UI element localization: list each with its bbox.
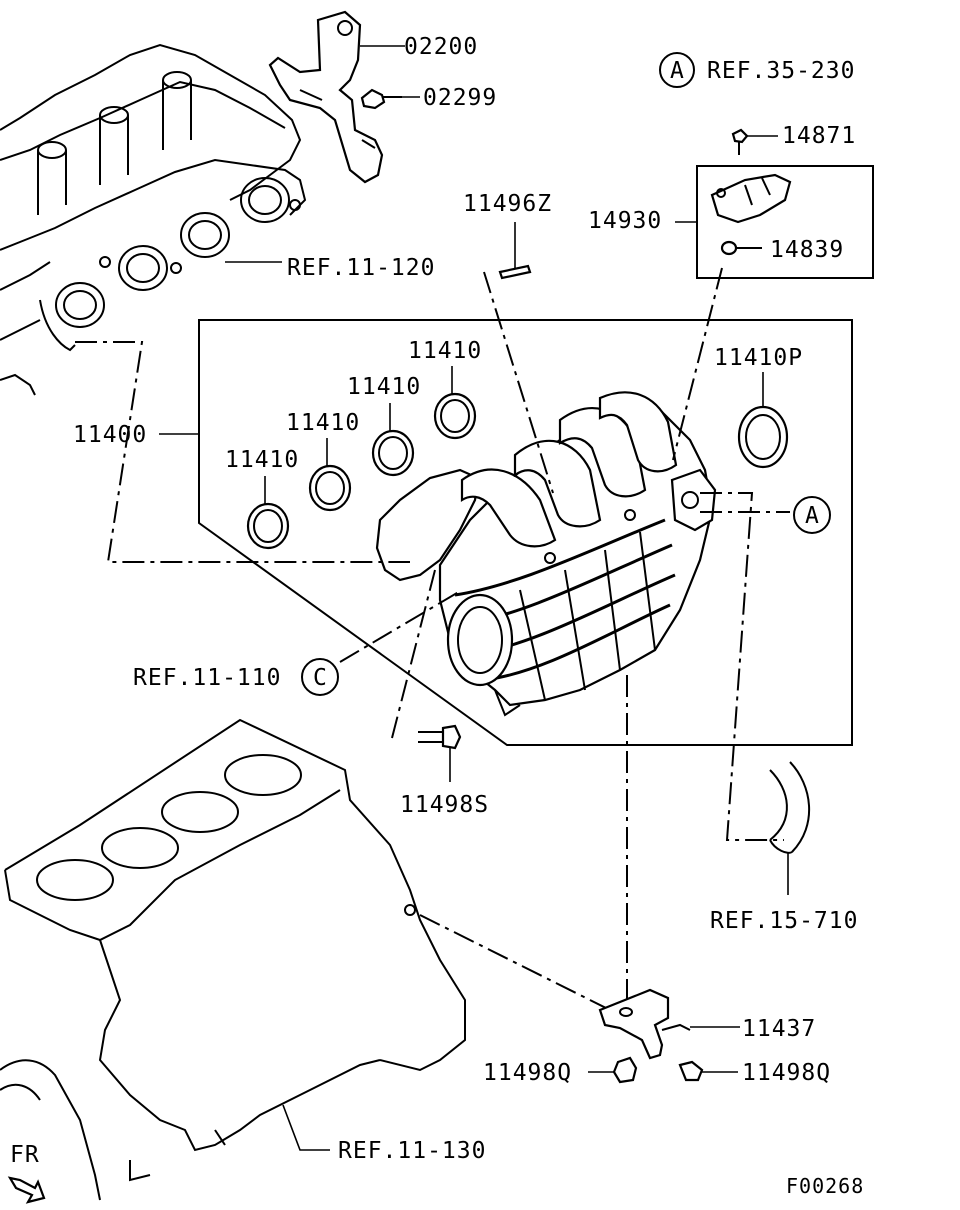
bracket-02200: [268, 10, 384, 184]
label-ref-11-130: REF.11-130: [338, 1138, 486, 1164]
callout-a-top: [659, 52, 695, 88]
label-11410-4: 11410: [408, 338, 482, 364]
bolt-11498s: [418, 724, 462, 782]
label-14839: 14839: [770, 237, 844, 263]
label-fr: FR: [10, 1142, 40, 1168]
label-11410-2: 11410: [286, 410, 360, 436]
label-11410-1: 11410: [225, 447, 299, 473]
label-11496z: 11496Z: [463, 191, 552, 217]
sensor-assembly-box: [675, 165, 874, 279]
head-ports: [39, 177, 301, 352]
label-11498s: 11498S: [400, 792, 489, 818]
bolt-14871: [731, 128, 778, 155]
front-arrow-icon: [7, 1176, 46, 1204]
camshaft-journals: [37, 71, 192, 215]
reference-lines: [75, 267, 790, 1011]
engine-block: [0, 718, 466, 1201]
label-02299: 02299: [423, 85, 497, 111]
label-ref-11-120: REF.11-120: [287, 255, 435, 281]
label-11498q-left: 11498Q: [483, 1060, 572, 1086]
gasket-rings: [246, 366, 789, 550]
label-11437: 11437: [742, 1016, 816, 1042]
callout-a-right: [793, 496, 831, 534]
label-11400: 11400: [73, 422, 147, 448]
gasket-tab-11496z: [498, 222, 532, 280]
label-11410p: 11410P: [714, 345, 803, 371]
bolt-11498q-left: [588, 1056, 638, 1084]
callout-c-letter: C: [313, 665, 328, 691]
hose: [769, 761, 811, 895]
callout-a-top-letter: A: [670, 58, 685, 84]
bolt-02299: [360, 88, 402, 110]
manifold-box: [198, 319, 853, 746]
cylinder-head-drawing: [0, 43, 307, 396]
label-14930: 14930: [588, 208, 662, 234]
label-ref-11-110: REF.11-110: [133, 665, 281, 691]
label-ref-15-710: REF.15-710: [710, 908, 858, 934]
figure-id: F00268: [786, 1174, 864, 1198]
label-02200: 02200: [404, 34, 478, 60]
label-ref-35-230: REF.35-230: [707, 58, 855, 84]
intake-manifold: [375, 391, 717, 717]
label-11410-3: 11410: [347, 374, 421, 400]
bolt-11498q-right: [678, 1060, 738, 1082]
label-14871: 14871: [782, 123, 856, 149]
label-11498q-right: 11498Q: [742, 1060, 831, 1086]
bracket-11437: [598, 988, 740, 1060]
callout-c: [301, 658, 339, 696]
callout-a-right-letter: A: [805, 503, 820, 529]
